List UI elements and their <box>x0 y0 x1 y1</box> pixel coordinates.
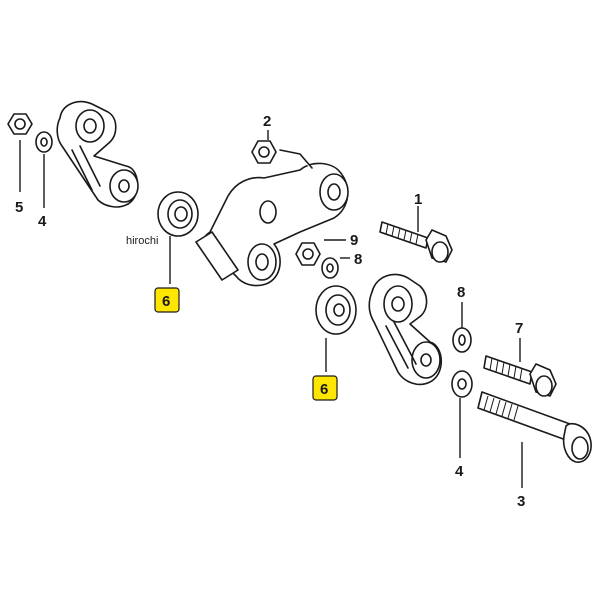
callout-8-right: 8 <box>457 284 465 301</box>
callout-4-right: 4 <box>455 463 464 480</box>
center-bracket <box>195 149 349 287</box>
washer-right-lower <box>451 370 473 398</box>
callout-3: 3 <box>517 493 525 510</box>
callout-2: 2 <box>263 113 271 130</box>
right-link-arm <box>368 273 443 386</box>
callout-9: 9 <box>350 232 358 249</box>
callout-6-right: 6 <box>320 381 328 398</box>
nut-left <box>7 113 33 135</box>
left-link-arm <box>56 100 139 208</box>
nut-center <box>295 242 321 266</box>
bolt-upper <box>379 221 453 263</box>
callout-1: 1 <box>414 191 422 208</box>
washer-center <box>321 257 339 279</box>
bolt-middle <box>483 355 557 397</box>
spacer-left <box>157 191 199 237</box>
nut-top <box>251 140 277 164</box>
bolt-lower <box>477 391 592 463</box>
leader-lines <box>19 130 523 488</box>
washer-left <box>35 131 53 153</box>
callout-6-left: 6 <box>162 293 170 310</box>
washer-right-upper <box>452 327 472 353</box>
spacer-right <box>315 285 357 335</box>
callout-4-left: 4 <box>38 213 47 230</box>
highlight-box-6-right <box>312 375 338 401</box>
highlight-box-6-left <box>154 287 180 313</box>
callout-8-upper: 8 <box>354 251 362 268</box>
watermark: hirochi <box>126 235 158 247</box>
callout-7: 7 <box>515 320 523 337</box>
callout-5: 5 <box>15 199 23 216</box>
